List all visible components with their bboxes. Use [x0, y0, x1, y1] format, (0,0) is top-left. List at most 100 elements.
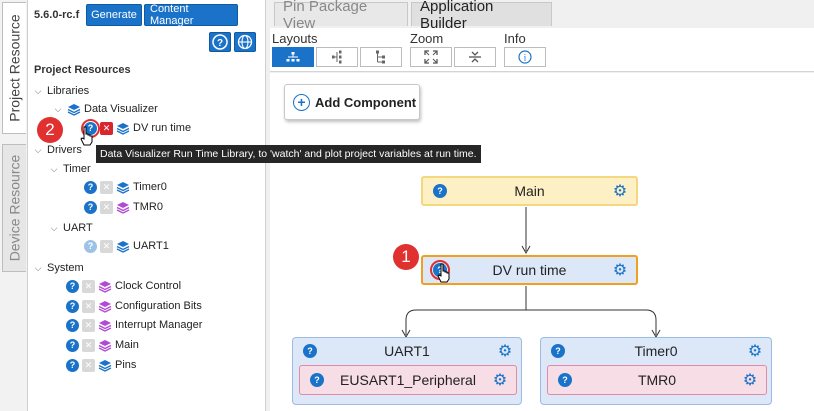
content-manager-button[interactable]: Content Manager	[144, 3, 238, 27]
layout-compact-button[interactable]	[360, 47, 402, 67]
node-uart1[interactable]: ? UART1 ⚙	[293, 338, 521, 364]
step-badge-1: 1	[393, 244, 419, 270]
layers-icon	[98, 359, 112, 372]
help-icon[interactable]: ?	[66, 338, 79, 352]
tree-main[interactable]: ? ✕ Main	[66, 336, 139, 354]
tree-timer[interactable]: ⌵ Timer	[48, 160, 91, 178]
tree-tmr0[interactable]: ? ✕ TMR0	[84, 198, 163, 216]
tab-project-resource-label: Project Resource	[6, 14, 23, 122]
add-component-button[interactable]: + Add Component	[284, 84, 420, 120]
layers-icon	[98, 280, 112, 293]
tree-uart1-label: UART1	[133, 240, 169, 252]
help-icon[interactable]: ?	[66, 279, 79, 293]
node-dv-run-time[interactable]: ? DV run time ⚙	[421, 255, 638, 285]
chevron-down-icon[interactable]: ⌵	[50, 163, 58, 174]
close-icon: ✕	[100, 200, 113, 214]
layout-horizontal-button[interactable]	[316, 47, 358, 67]
tree-clock-control[interactable]: ? ✕ Clock Control	[66, 277, 181, 295]
gear-icon[interactable]: ⚙	[612, 262, 628, 279]
tree-drivers[interactable]: ⌵ Drivers	[32, 141, 82, 159]
node-eusart1-peripheral[interactable]: ? EUSART1_Peripheral ⚙	[299, 365, 517, 395]
info-button[interactable]: i	[504, 47, 546, 67]
tab-application-builder[interactable]: Application Builder	[411, 0, 552, 32]
close-icon[interactable]: ✕	[100, 121, 113, 135]
tree-configuration-bits[interactable]: ? ✕ Configuration Bits	[66, 297, 202, 315]
tree-uart[interactable]: ⌵ UART	[48, 219, 93, 237]
node-timer0[interactable]: ? Timer0 ⚙	[541, 338, 771, 364]
help-icon[interactable]: ?	[433, 184, 447, 198]
tree-dv-run-time[interactable]: ? ✕ DV run time	[81, 118, 191, 138]
tree-layout-icon	[286, 52, 300, 62]
tree-main-label: Main	[115, 339, 139, 351]
gear-icon[interactable]: ⚙	[612, 183, 628, 200]
layers-icon	[98, 300, 112, 313]
tree-system-label: System	[47, 262, 84, 274]
node-main[interactable]: ? Main ⚙	[421, 176, 638, 206]
help-icon[interactable]: ?	[84, 239, 97, 253]
info-icon: i	[518, 50, 532, 64]
node-tmr0[interactable]: ? TMR0 ⚙	[547, 365, 767, 395]
step-badge-2: 2	[37, 117, 63, 143]
zoom-fit-button[interactable]	[410, 47, 452, 67]
help-icon[interactable]: ?	[84, 200, 97, 214]
tab-device-resource[interactable]: Device Resource	[2, 144, 26, 272]
version-label: 5.6.0-rc.f	[34, 9, 80, 21]
layers-icon	[116, 201, 130, 214]
tree-data-visualizer[interactable]: ⌵ Data Visualizer	[52, 100, 158, 118]
help-icon[interactable]: ?	[66, 299, 79, 313]
help-icon[interactable]: ?	[84, 180, 97, 194]
tree-pins-label: Pins	[115, 359, 137, 371]
zoom-label: Zoom	[410, 31, 444, 46]
close-icon: ✕	[100, 180, 113, 194]
gear-icon[interactable]: ⚙	[742, 372, 758, 389]
chevron-down-icon[interactable]: ⌵	[54, 103, 62, 114]
gear-icon[interactable]: ⚙	[497, 343, 513, 360]
node-main-label: Main	[514, 183, 545, 199]
node-dv-run-time-label: DV run time	[492, 262, 567, 278]
node-tmr0-label: TMR0	[637, 372, 677, 388]
help-icon[interactable]: ?	[303, 344, 317, 358]
help-icon: ?	[212, 34, 228, 50]
help-icon[interactable]: ?	[66, 358, 79, 372]
node-group-timer0[interactable]: ? Timer0 ⚙ ? TMR0 ⚙	[540, 337, 772, 405]
tree-libraries[interactable]: ⌵ Libraries	[32, 82, 90, 100]
tree-pins[interactable]: ? ✕ Pins	[66, 356, 136, 374]
tree-uart1[interactable]: ? ✕ UART1	[84, 237, 169, 255]
help-icon[interactable]: ?	[66, 318, 79, 332]
help-icon[interactable]: ?	[81, 118, 100, 138]
close-icon: ✕	[82, 358, 95, 372]
gear-icon[interactable]: ⚙	[747, 343, 763, 360]
layers-icon	[98, 339, 112, 352]
side-tab-bar: Project Resource Device Resource	[0, 0, 28, 411]
tab-project-resource[interactable]: Project Resource	[2, 2, 26, 134]
tree-clock-control-label: Clock Control	[115, 280, 182, 292]
help-button[interactable]: ?	[209, 32, 231, 52]
chevron-down-icon[interactable]: ⌵	[34, 262, 42, 273]
tree-timer0[interactable]: ? ✕ Timer0	[84, 178, 167, 196]
node-group-uart1[interactable]: ? UART1 ⚙ ? EUSART1_Peripheral ⚙	[292, 337, 522, 405]
zoom-reset-button[interactable]	[454, 47, 496, 67]
tooltip: Data Visualizer Run Time Library, to 'wa…	[96, 145, 481, 163]
help-icon[interactable]: ?	[551, 344, 565, 358]
tree-layout-icon	[332, 50, 342, 64]
tree-system[interactable]: ⌵ System	[32, 259, 84, 277]
layout-vertical-button[interactable]	[272, 47, 314, 67]
layers-icon	[67, 103, 81, 116]
layouts-label: Layouts	[272, 31, 318, 46]
chevron-down-icon[interactable]: ⌵	[34, 85, 42, 96]
help-icon[interactable]: ?	[310, 373, 324, 387]
help-icon[interactable]: ?	[558, 373, 572, 387]
language-button[interactable]	[234, 32, 256, 52]
plus-circle-icon: +	[293, 93, 310, 111]
svg-text:i: i	[524, 53, 527, 63]
tree-interrupt-manager[interactable]: ? ✕ Interrupt Manager	[66, 316, 202, 334]
tab-pin-package-view[interactable]: Pin Package View	[274, 0, 408, 32]
generate-button[interactable]: Generate	[86, 4, 142, 26]
layers-icon	[116, 122, 130, 135]
close-icon: ✕	[100, 239, 113, 253]
layers-icon	[98, 319, 112, 332]
gear-icon[interactable]: ⚙	[492, 372, 508, 389]
chevron-down-icon[interactable]: ⌵	[50, 222, 58, 233]
chevron-down-icon[interactable]: ⌵	[34, 144, 42, 155]
